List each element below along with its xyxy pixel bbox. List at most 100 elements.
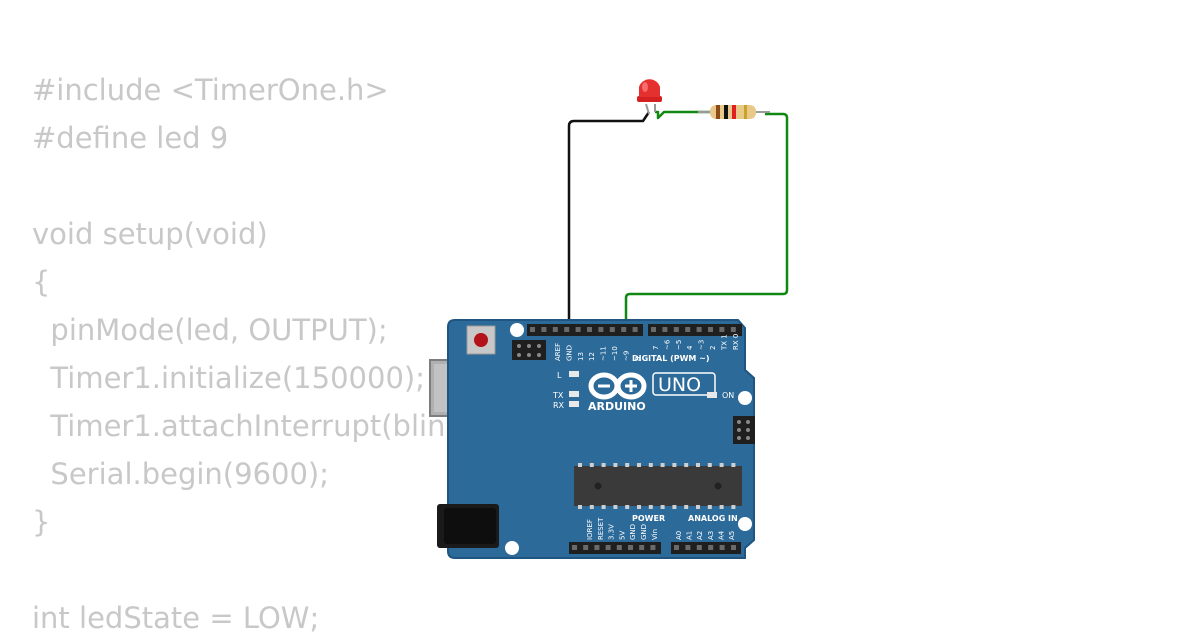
pin-label: A0 [675, 531, 683, 540]
header-pin[interactable] [696, 327, 702, 332]
header-pin[interactable] [685, 545, 691, 550]
chip-leg [601, 463, 606, 467]
chip-leg [719, 463, 724, 467]
icsp-header-right [733, 416, 755, 444]
code-line: { [32, 265, 51, 299]
code-line: pinMode(led, OUTPUT); [32, 313, 388, 347]
pin-label: ~10 [611, 346, 619, 361]
header-pin[interactable] [616, 545, 622, 550]
chip-leg [719, 505, 724, 509]
pin-label: 12 [588, 352, 596, 361]
mounting-hole [738, 391, 752, 405]
header-pin[interactable] [583, 545, 589, 550]
chip-leg [707, 463, 712, 467]
chip-leg [731, 505, 736, 509]
icsp-header [512, 340, 546, 360]
header-pin[interactable] [651, 327, 656, 332]
pin-label: 5V [618, 531, 626, 540]
header-pin[interactable] [673, 327, 679, 332]
chip-leg [696, 463, 700, 467]
header-pin[interactable] [575, 327, 581, 332]
chip-leg [731, 463, 736, 467]
pin-label: ~5 [675, 340, 683, 350]
code-line: Serial.begin(9600); [32, 457, 330, 491]
pin-label: RX 0 [732, 334, 740, 350]
chip-leg [684, 505, 689, 509]
code-line: Timer1.initialize(150000); [32, 361, 425, 395]
code-line: int ledState = LOW; [32, 601, 320, 635]
resistor-component[interactable] [698, 105, 770, 119]
header-pin[interactable] [530, 327, 535, 332]
pin-label: 8 [634, 357, 642, 361]
header-pin[interactable] [650, 545, 656, 550]
header-pin[interactable] [639, 545, 645, 550]
chip-leg [578, 463, 582, 467]
tx-led-label: TX [552, 391, 564, 400]
chip-leg [648, 463, 653, 467]
header-pin[interactable] [564, 327, 570, 332]
chip-leg [696, 505, 700, 509]
mounting-hole [510, 323, 524, 337]
mounting-hole [738, 517, 752, 531]
pin-label: RESET [597, 517, 605, 540]
header-pin[interactable] [719, 545, 725, 550]
reset-button[interactable] [466, 325, 496, 355]
header-pin[interactable] [708, 327, 713, 332]
digital-header-left [527, 324, 643, 336]
digital-header-label: DIGITAL (PWM ~) [632, 354, 710, 363]
pin-label: 2 [709, 346, 717, 350]
chip-leg [707, 505, 712, 509]
pin-label: A3 [707, 531, 715, 540]
analog-header-label: ANALOG IN [688, 514, 738, 523]
header-pin[interactable] [731, 545, 736, 550]
pin-label: ~6 [663, 339, 671, 350]
digital-header-right [648, 324, 742, 336]
header-pin[interactable] [628, 545, 633, 550]
header-pin[interactable] [719, 327, 725, 332]
analog-header [671, 542, 741, 554]
chip-leg [589, 505, 594, 509]
rx-led [569, 401, 579, 407]
header-pin[interactable] [696, 545, 702, 550]
on-led [707, 392, 717, 398]
led-component[interactable] [637, 79, 662, 115]
header-pin[interactable] [598, 327, 604, 332]
header-pin[interactable] [587, 327, 592, 332]
on-led-label: ON [722, 391, 734, 400]
header-pin[interactable] [730, 327, 736, 332]
header-pin[interactable] [594, 545, 600, 550]
code-line: #define led 9 [32, 121, 229, 155]
header-pin[interactable] [609, 327, 615, 332]
power-header [569, 542, 661, 554]
header-pin[interactable] [541, 327, 547, 332]
header-pin[interactable] [632, 327, 638, 332]
pin-label: A5 [728, 531, 736, 540]
chip-leg [613, 463, 618, 467]
chip-leg [613, 505, 618, 509]
chip-leg [578, 505, 582, 509]
chip-leg [672, 505, 677, 509]
header-pin[interactable] [685, 327, 691, 332]
pin-label: GND [565, 345, 573, 361]
header-pin[interactable] [674, 545, 679, 550]
l-led-label: L [557, 371, 562, 380]
chip-leg [660, 463, 665, 467]
power-header-label: POWER [632, 514, 665, 523]
header-pin[interactable] [572, 545, 577, 550]
pin-label: IOREF [586, 519, 594, 540]
pin-label: GND [640, 524, 648, 540]
header-pin[interactable] [708, 545, 714, 550]
pin-label: A4 [717, 530, 725, 540]
pin-label: ~11 [600, 346, 608, 361]
uno-label: UNO [658, 374, 701, 396]
header-pin[interactable] [605, 545, 611, 550]
signal-wire [624, 112, 789, 328]
header-pin[interactable] [552, 327, 558, 332]
header-pin[interactable] [621, 327, 627, 332]
header-pin[interactable] [662, 327, 668, 332]
code-line: void setup(void) [32, 217, 268, 251]
